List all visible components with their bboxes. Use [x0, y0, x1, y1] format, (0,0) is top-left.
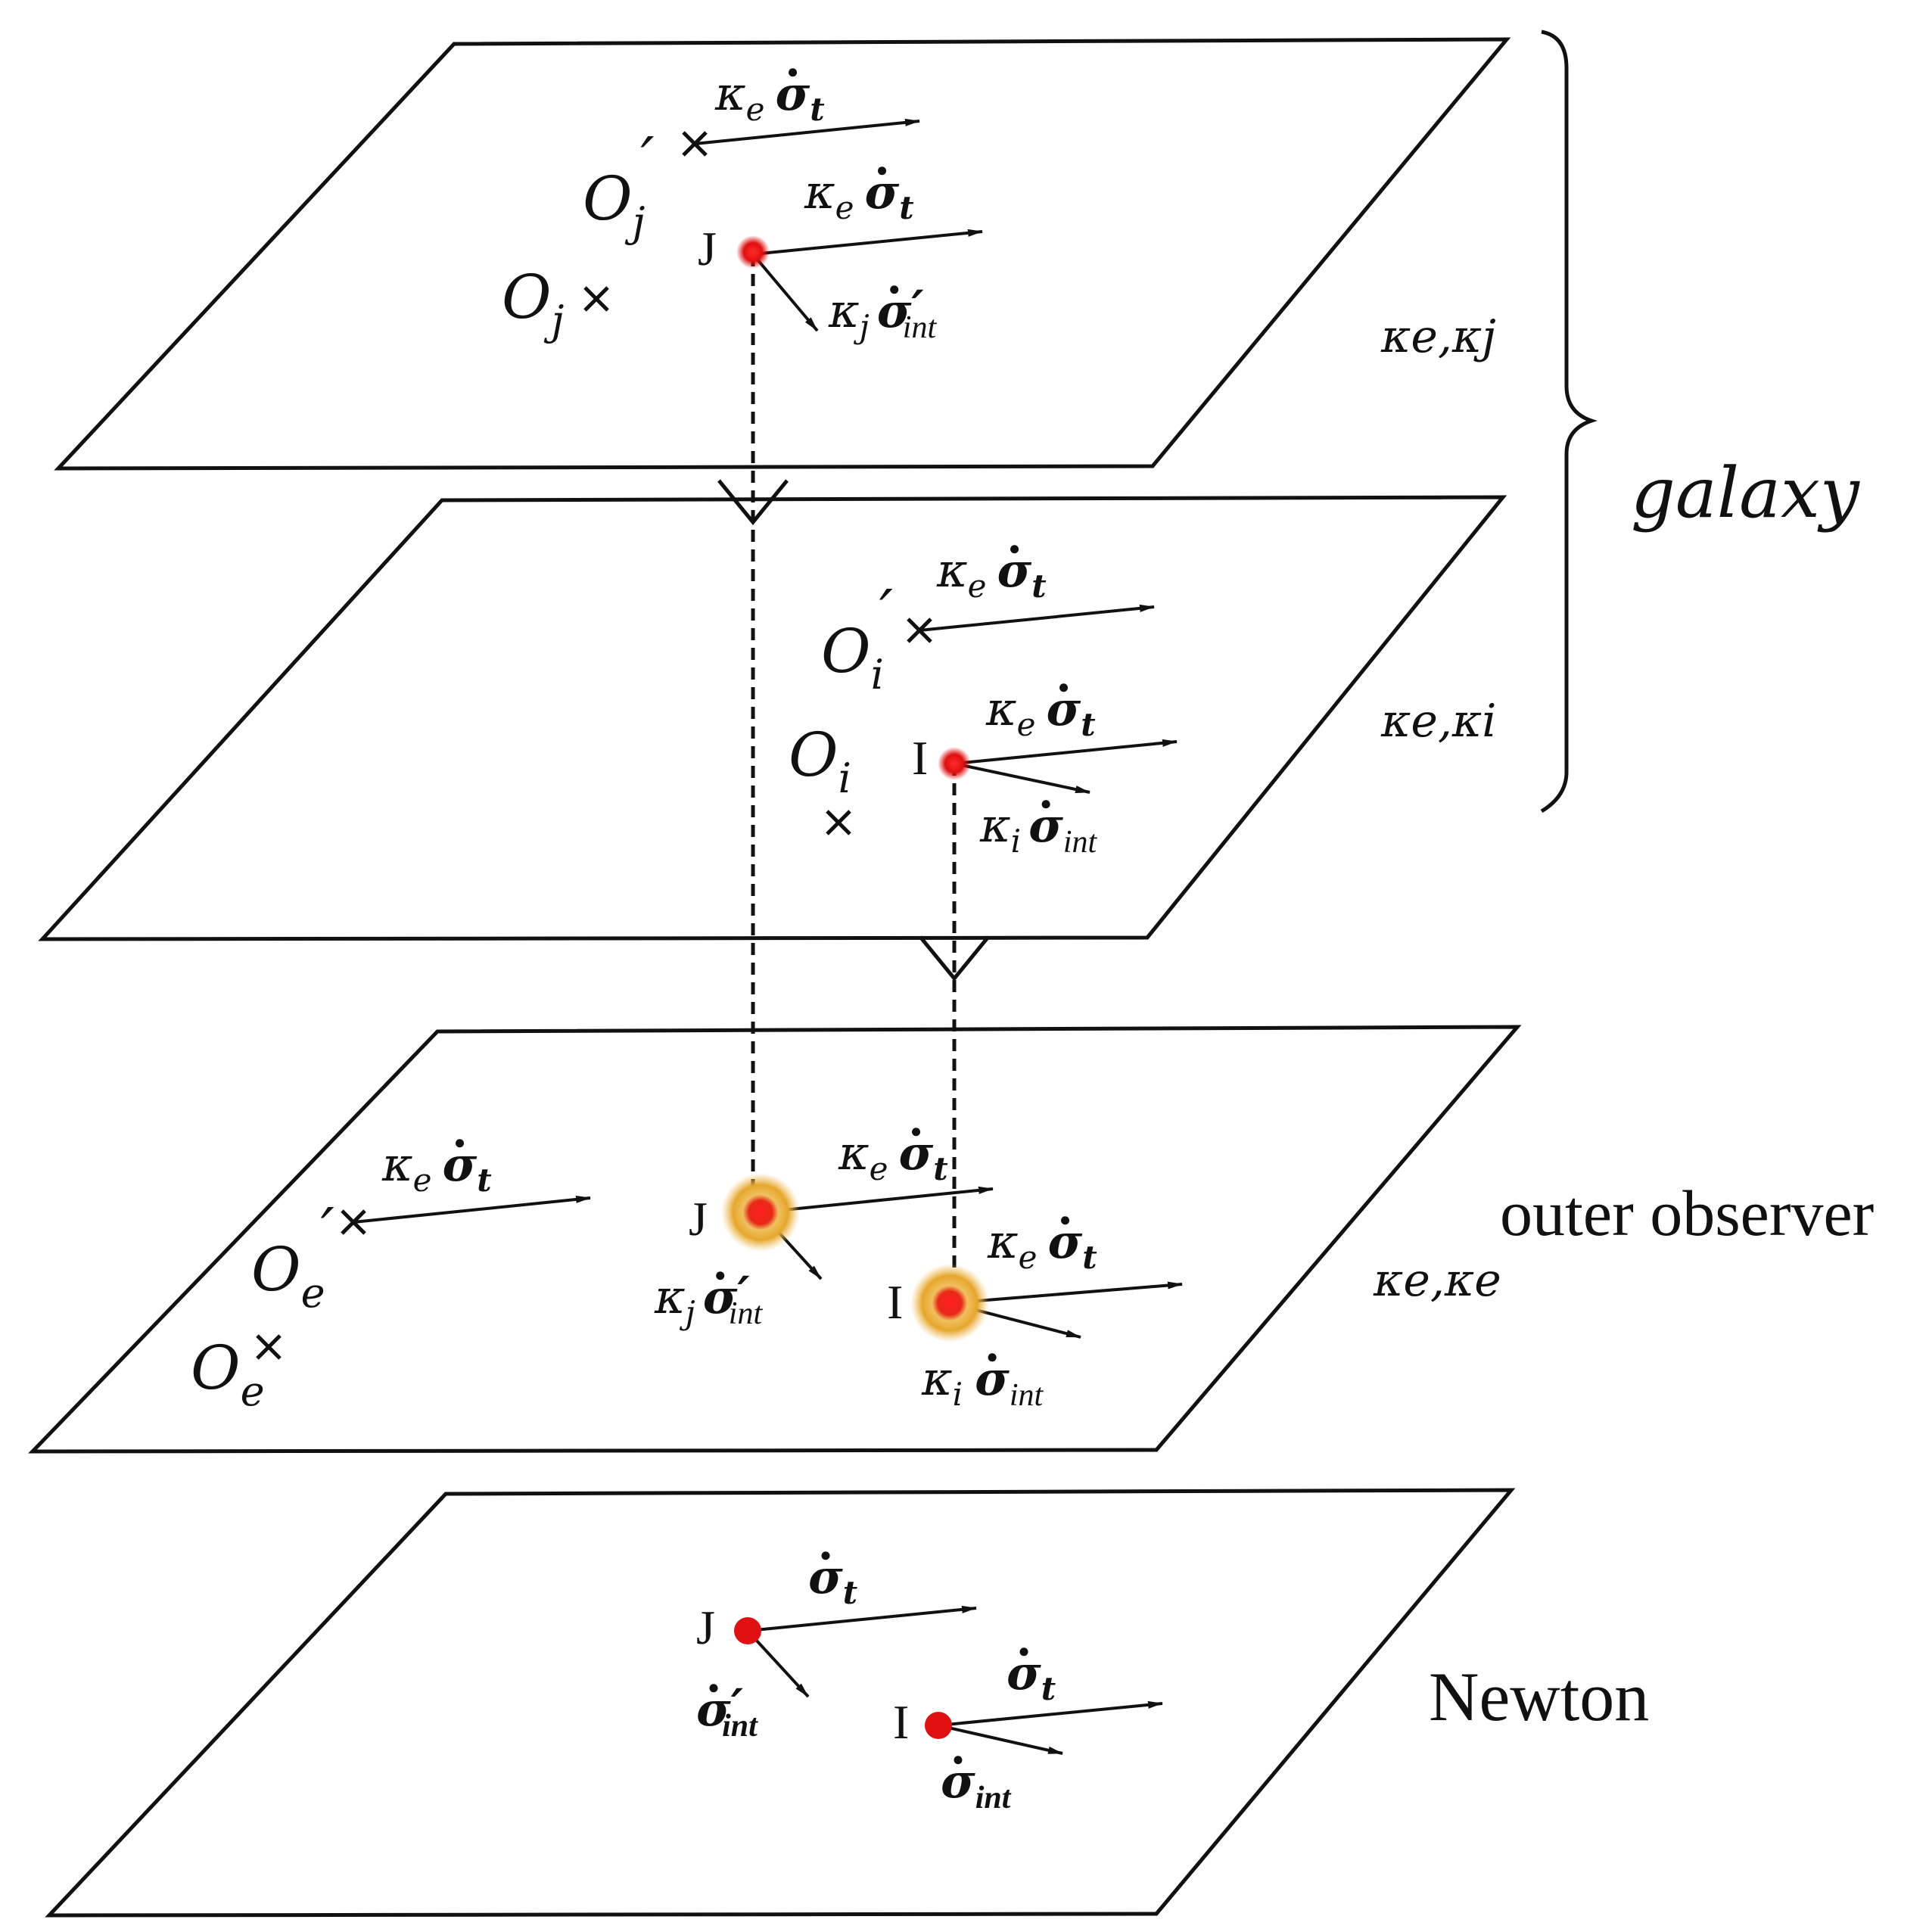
label-particle-i: I	[893, 1695, 909, 1749]
vector-sigma-int-prime	[746, 1629, 810, 1698]
time-derivative-dot	[1061, 1216, 1070, 1225]
particle-j-glow-dot	[721, 1173, 800, 1252]
time-derivative-dot	[954, 1756, 963, 1765]
vector-sigma-int	[938, 1724, 1063, 1755]
layer-1-params: κe,κj	[1380, 310, 1496, 363]
particle-i-dot	[938, 747, 971, 780]
layer-2-params: κe,κi	[1380, 695, 1496, 748]
vector-kappa-e-sigma-t	[919, 604, 1155, 632]
time-derivative-dot	[716, 1271, 725, 1280]
label-o-prime-i: Oi′	[821, 577, 893, 698]
time-derivative-dot	[890, 285, 899, 294]
cross-mark	[826, 810, 851, 835]
plane-layer-1	[54, 37, 1511, 471]
time-derivative-dot	[821, 1551, 830, 1560]
vector-kappa-i-sigma-int	[954, 762, 1091, 794]
vector-sigma-t	[938, 1700, 1163, 1727]
label-o-j: Oj	[502, 262, 564, 344]
particle-j-dot	[734, 1617, 761, 1644]
label-o-e: Oe	[191, 1333, 265, 1415]
time-derivative-dot	[1059, 683, 1069, 692]
label-o-i: Oi	[789, 720, 851, 802]
time-derivative-dot	[1010, 545, 1019, 554]
label-particle-j: J	[696, 1601, 715, 1654]
cross-mark	[256, 1334, 282, 1360]
plane-layer-2	[38, 495, 1507, 941]
particle-i-glow-dot	[910, 1264, 989, 1342]
projection-arrowhead-j	[717, 479, 789, 525]
particle-i-dot	[925, 1712, 952, 1739]
layer-3-params: κe,κe	[1373, 1254, 1501, 1307]
label-sigma-int: σint	[941, 1753, 1012, 1815]
galaxy-brace	[1540, 30, 1598, 814]
label-particle-i: I	[887, 1275, 903, 1329]
time-derivative-dot	[789, 68, 798, 77]
cross-mark	[583, 286, 609, 312]
vector-kappa-e-sigma-t	[752, 229, 983, 256]
label-particle-j: J	[689, 1192, 708, 1246]
plane-layer-4	[45, 1488, 1516, 1918]
time-derivative-dot	[988, 1353, 997, 1362]
vector-kappa-j-sigma-int-prime	[751, 253, 819, 332]
time-derivative-dot	[1019, 1647, 1028, 1657]
label-particle-i: I	[912, 731, 928, 785]
label-outer-observer: outer observer	[1500, 1177, 1874, 1249]
time-derivative-dot	[1041, 800, 1050, 809]
vector-kappa-e-sigma-t	[353, 1195, 591, 1224]
time-derivative-dot	[709, 1684, 718, 1693]
particle-j-dot	[736, 235, 770, 269]
vector-kappa-e-sigma-t	[954, 739, 1178, 765]
label-newton: Newton	[1429, 1658, 1649, 1735]
label-particle-j: J	[698, 222, 717, 275]
time-derivative-dot	[912, 1128, 921, 1137]
label-galaxy: galaxy	[1631, 453, 1860, 534]
vector-kappa-e-sigma-t	[694, 118, 920, 145]
vector-sigma-t	[747, 1605, 977, 1632]
time-derivative-dot	[878, 166, 887, 176]
projection-arrowhead-i	[919, 935, 990, 982]
time-derivative-dot	[456, 1139, 465, 1148]
label-o-prime-e: Oe′	[251, 1195, 334, 1317]
